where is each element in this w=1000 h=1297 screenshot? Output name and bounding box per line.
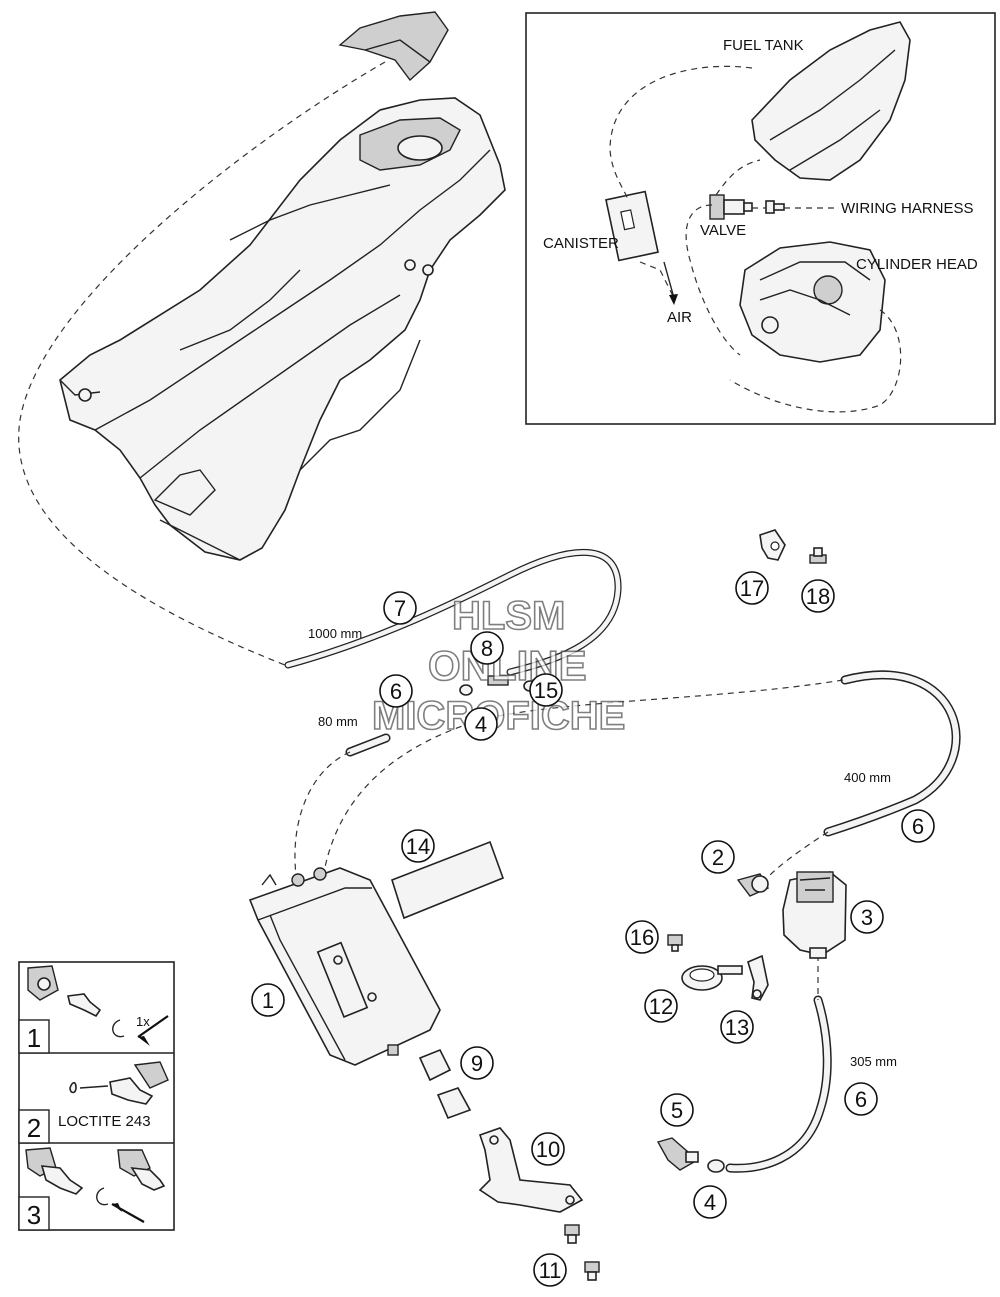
legend-step-2-number: 2 (27, 1113, 41, 1143)
part-17-clip (759, 529, 786, 561)
part-4-clamp-lower (707, 1159, 725, 1173)
hose-6-lower-length: 305 mm (850, 1054, 897, 1069)
watermark-line-1: HLSM (452, 594, 565, 638)
watermark-line-3: MICROFICHE (372, 694, 625, 738)
svg-text:17: 17 (740, 576, 764, 601)
callout-6-upper: 6 (379, 674, 413, 708)
tank-cover (338, 11, 449, 82)
svg-text:14: 14 (406, 834, 430, 859)
inset-label-cylinder-head: CYLINDER HEAD (856, 256, 978, 273)
inset-valve (709, 194, 785, 220)
callout-9: 9 (460, 1046, 494, 1080)
part-12-clamp (681, 965, 743, 991)
part-18-screw (809, 547, 827, 564)
svg-text:4: 4 (704, 1190, 716, 1215)
part-11-screws (564, 1224, 600, 1281)
callout-16: 16 (625, 920, 659, 954)
hose-7-length: 1000 mm (308, 626, 362, 641)
leader-line-hose-short (294, 751, 351, 876)
svg-text:5: 5 (671, 1098, 683, 1123)
svg-text:9: 9 (471, 1051, 483, 1076)
legend-step-3-number: 3 (27, 1200, 41, 1230)
part-8-fitting (487, 675, 509, 686)
legend-step-1-number: 1 (27, 1023, 41, 1053)
svg-text:3: 3 (861, 905, 873, 930)
callout-1: 1 (251, 983, 285, 1017)
callout-13: 13 (720, 1010, 754, 1044)
hose-6-short-length: 80 mm (318, 714, 358, 729)
svg-text:7: 7 (394, 596, 406, 621)
callout-17: 17 (735, 571, 769, 605)
part-9-clips (418, 1048, 472, 1120)
watermark: HLSM ONLINE MICROFICHE (371, 593, 626, 739)
callout-4-upper: 4 (464, 707, 498, 741)
fuel-tank-frame (59, 97, 506, 561)
callout-2: 2 (701, 840, 735, 874)
svg-text:6: 6 (855, 1087, 867, 1112)
callout-5: 5 (660, 1093, 694, 1127)
callout-3: 3 (850, 900, 884, 934)
callout-15: 15 (529, 673, 563, 707)
svg-text:18: 18 (806, 584, 830, 609)
callout-10: 10 (531, 1132, 565, 1166)
part-2-connector (736, 873, 769, 897)
callout-11: 11 (533, 1253, 567, 1287)
svg-text:2: 2 (712, 845, 724, 870)
inset-label-canister: CANISTER (543, 235, 619, 252)
legend-step-1-art (27, 965, 169, 1046)
inset-label-air: AIR (667, 309, 692, 326)
legend-step-2-loctite: LOCTITE 243 (58, 1113, 151, 1130)
part-16-screw (667, 934, 683, 952)
legend-step-3-art (25, 1147, 166, 1223)
svg-text:10: 10 (536, 1137, 560, 1162)
inset-label-wiring-harness: WIRING HARNESS (841, 200, 974, 217)
legend-panel: 1 1x 2 LOCTITE 243 3 (18, 961, 175, 1231)
inset-label-valve: VALVE (700, 222, 746, 239)
part-13-bracket (747, 954, 769, 1001)
svg-text:4: 4 (475, 712, 487, 737)
part-1-canister (248, 867, 441, 1066)
inset-canister (605, 190, 659, 262)
svg-text:16: 16 (630, 925, 654, 950)
legend-step-2-art (69, 1061, 169, 1105)
callout-4-lower: 4 (693, 1185, 727, 1219)
inset-panel: FUEL TANK CANISTER VALVE WIRING HARNESS … (525, 12, 996, 425)
svg-text:6: 6 (390, 679, 402, 704)
inset-label-fuel-tank: FUEL TANK (723, 37, 804, 54)
part-5-fitting (656, 1137, 699, 1171)
part-3-valve (782, 871, 847, 959)
callout-8: 8 (470, 631, 504, 665)
part-4-clamp-upper (459, 684, 473, 696)
svg-text:6: 6 (912, 814, 924, 839)
svg-text:8: 8 (481, 636, 493, 661)
callout-6-lower: 6 (844, 1082, 878, 1116)
callout-6-right: 6 (901, 809, 935, 843)
svg-text:15: 15 (534, 678, 558, 703)
svg-text:11: 11 (539, 1258, 562, 1283)
legend-step-1-torque: 1x (136, 1014, 150, 1029)
svg-text:13: 13 (725, 1015, 749, 1040)
callout-18: 18 (801, 579, 835, 613)
svg-text:1: 1 (262, 988, 274, 1013)
inset-cylinder-head (739, 241, 886, 363)
callout-7: 7 (383, 591, 417, 625)
hose-6-long-length: 400 mm (844, 770, 891, 785)
callout-14: 14 (401, 829, 435, 863)
part-10-bracket (478, 1127, 584, 1213)
callouts: 1 2 3 4 4 5 6 6 6 7 8 9 10 11 12 13 14 1… (251, 571, 935, 1287)
watermark-line-2: ONLINE (428, 642, 587, 689)
part-14-label-sheet (391, 840, 505, 920)
svg-text:12: 12 (649, 994, 673, 1019)
callout-12: 12 (644, 989, 678, 1023)
